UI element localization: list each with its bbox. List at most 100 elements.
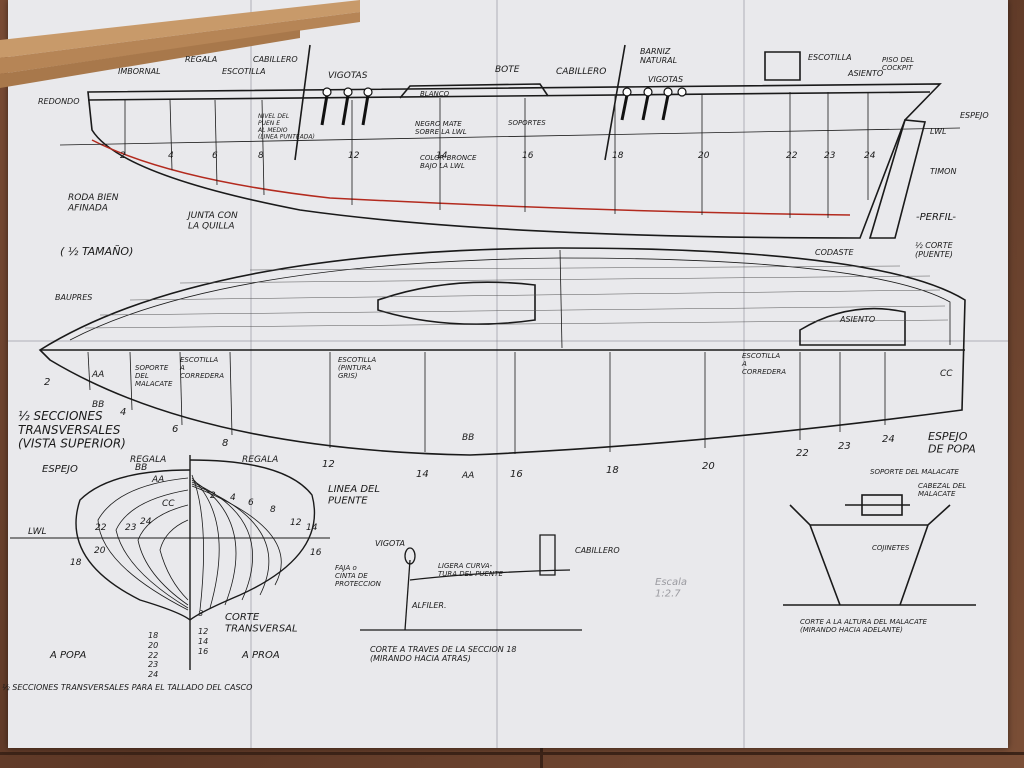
waterline-red: [91, 139, 851, 216]
section18-deck: [409, 569, 571, 581]
escotilla-right-box: [764, 51, 801, 81]
profile-station-number: 16: [522, 151, 534, 161]
label-vigotas-right: VIGOTAS: [648, 75, 683, 84]
body-plan-left-number: 20: [94, 546, 106, 556]
label-asiento-top: ASIENTO: [847, 69, 883, 78]
plan-station-number: 12: [322, 459, 335, 470]
label-espejo-left: ESPEJO: [42, 464, 78, 475]
label-espejo-right: ESPEJO: [960, 111, 989, 120]
mast-stub-fwd: [294, 44, 311, 161]
label-escotilla-right: ESCOTILLA: [808, 53, 852, 62]
label-lwl-left: LWL: [28, 527, 47, 537]
plan-station-number: 16: [510, 469, 523, 480]
floor-grout-line: [0, 752, 1024, 755]
keel-station-number: 8: [198, 609, 203, 618]
profile-station-number: 6: [212, 151, 218, 161]
sheet-seam: [250, 0, 252, 748]
label-cojinetes: COJINETES: [872, 544, 910, 552]
profile-station-number: 12: [348, 151, 360, 161]
keel-station-number: 23: [148, 660, 158, 669]
profile-station-number: 22: [786, 151, 798, 161]
body-plan-right-number: 8: [270, 505, 276, 515]
label-regala-top: REGALA: [185, 55, 217, 64]
label-medio-corte: ½ CORTE(PUENTE): [915, 241, 954, 259]
lwl-line: [59, 127, 961, 146]
plan-station-number: 22: [796, 448, 809, 459]
body-plan-right-number: 2: [210, 491, 216, 501]
keel-station-number: 12: [198, 627, 208, 636]
plan-deck-outline: [38, 247, 966, 456]
rudder: [868, 119, 927, 239]
keel-station-number: 20: [148, 641, 158, 650]
plan-section-letter: CC: [940, 369, 953, 379]
label-vigotas-top: VIGOTAS: [328, 71, 368, 81]
plan-station-number: 14: [416, 469, 429, 480]
plan-asiento: [799, 307, 906, 346]
label-ligera-curva: LIGERA CURVA-TURA DEL PUENTE: [438, 562, 503, 578]
body-plan-left-number: 18: [70, 558, 82, 568]
label-corte-malacate: CORTE A LA ALTURA DEL MALACATE(MIRANDO H…: [800, 618, 928, 634]
section18-vigota: [404, 547, 416, 565]
label-regala-r: REGALA: [242, 455, 278, 465]
profile-station-number: 18: [612, 151, 624, 161]
plan-station-number: 20: [702, 461, 715, 472]
label-secciones-tallado: ½ SECCIONES TRANSVERSALES PARA EL TALLAD…: [2, 683, 252, 692]
label-vigota-sec: VIGOTA: [375, 539, 405, 548]
body-plan-right-number: 14: [306, 523, 318, 533]
label-a-proa: A PROA: [241, 650, 280, 661]
keel-station-number: 16: [198, 647, 208, 656]
label-a-popa: A POPA: [49, 650, 86, 661]
profile-station-number: 23: [824, 151, 836, 161]
label-asiento-deck: ASIENTO: [839, 315, 875, 324]
label-escotilla-top: ESCOTILLA: [222, 67, 266, 76]
plan-section-letter: BB: [462, 433, 474, 443]
keel-station-number: 14: [198, 637, 208, 646]
label-cabillero-sec: CABILLERO: [575, 546, 620, 555]
plan-bote: [377, 281, 536, 326]
body-plan-left-number: 23: [125, 523, 137, 533]
plan-section-letter: AA: [461, 471, 474, 481]
label-imbornal: IMBORNAL: [118, 67, 161, 76]
profile-station-number: 14: [436, 151, 448, 161]
label-alfiler: ALFILER.: [411, 601, 447, 610]
plan-section-letter: BB: [92, 400, 104, 410]
label-bote: BOTE: [495, 65, 520, 75]
body-plan-right-number: 12: [290, 518, 302, 528]
section18-cabillero: [539, 534, 556, 576]
body-plan-left-number: 22: [95, 523, 107, 533]
body-plan-left-outer: [75, 469, 191, 621]
body-plan-right-number: 4: [230, 493, 236, 503]
sheet-seam: [743, 0, 745, 748]
label-medio-tamano: ( ½ TAMAÑO): [60, 245, 133, 258]
profile-station-number: 2: [120, 151, 126, 161]
label-timon: TIMON: [930, 167, 956, 176]
profile-station-number: 20: [698, 151, 710, 161]
blueprint-sheet: [8, 0, 1008, 748]
floor-grout-line: [540, 748, 543, 768]
body-plan-left-number: BB: [135, 463, 147, 473]
label-regala-l: REGALA: [130, 455, 166, 465]
plan-station-number: 6: [172, 424, 178, 435]
label-lwl-right: LWL: [930, 127, 947, 136]
profile-station-number: 8: [258, 151, 264, 161]
label-corte-seccion18: CORTE A TRAVES DE LA SECCION 18(MIRANDO …: [370, 645, 517, 663]
label-soporte-del-malacate: SOPORTE DEL MALACATE: [870, 468, 959, 476]
cabin-bote: [399, 83, 549, 99]
plan-station-number: 18: [606, 465, 619, 476]
keel-station-number: 18: [148, 631, 158, 640]
